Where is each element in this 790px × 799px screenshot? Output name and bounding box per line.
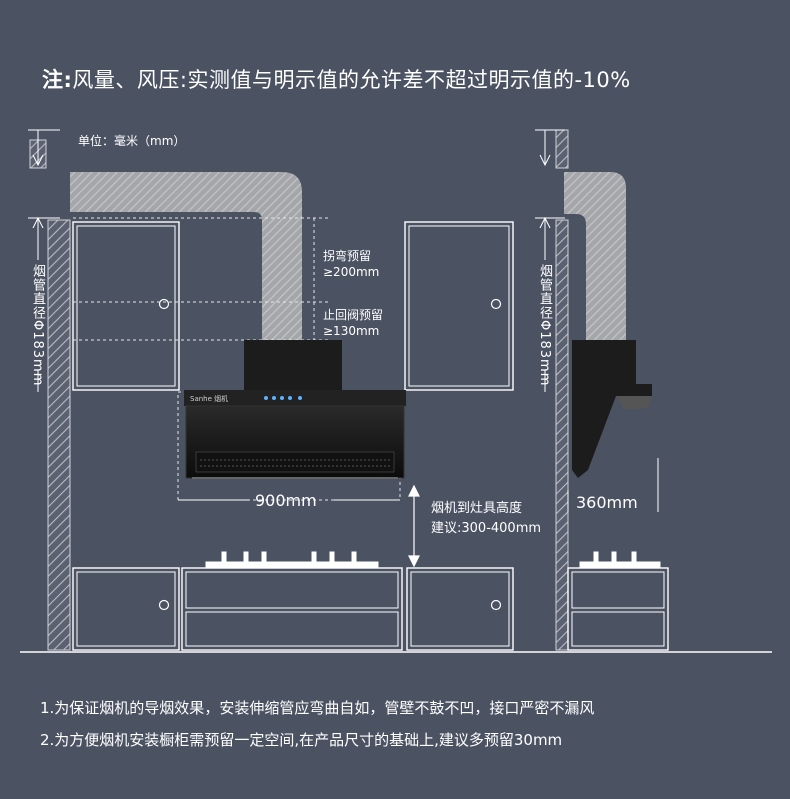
elbow-reserve-label: 拐弯预留≥200mm <box>323 249 380 279</box>
left-upper-cabinet <box>72 221 180 391</box>
range-hood-front <box>184 340 406 479</box>
depth-dimension-label: 360mm <box>576 493 638 512</box>
right-upper-cabinet <box>404 221 514 391</box>
right-ceiling-block <box>555 129 569 169</box>
left-base-cabinet <box>72 567 180 651</box>
right-base-cabinet <box>406 567 514 651</box>
hood-brand-logo: Sanhe 烟机 <box>190 395 229 403</box>
left-exhaust-duct <box>70 172 302 340</box>
height-arrow <box>408 484 420 568</box>
note-1: 1.为保证烟机的导烟效果，安装伸缩管应弯曲自如，管壁不鼓不凹，接口严密不漏风 <box>40 699 595 717</box>
right-exhaust-duct <box>564 172 626 340</box>
side-base-cabinet <box>567 567 669 651</box>
pipe-diameter-right-label: 烟管直径Φ183mm <box>537 264 552 387</box>
right-wall <box>555 219 569 651</box>
width-dimension-label: 900mm <box>255 491 317 510</box>
unit-dimension-marks <box>28 129 565 392</box>
range-hood-side <box>572 340 652 478</box>
page-title: 注:风量、风压:实测值与明示值的允许差不超过明示值的-10% <box>42 68 631 92</box>
check-valve-reserve-label: 止回阀预留≥130mm <box>323 308 384 338</box>
pipe-diameter-left-label: 烟管直径Φ183mm <box>30 264 45 387</box>
unit-label: 单位：毫米（mm） <box>78 134 186 148</box>
depth-dimension-line <box>567 458 659 512</box>
stove <box>205 551 379 568</box>
height-advice-label: 烟机到灶具高度建议:300-400mm <box>431 501 542 536</box>
note-2: 2.为方便烟机安装橱柜需预留一定空间,在产品尺寸的基础上,建议多预留30mm <box>40 731 563 749</box>
left-wall <box>47 219 71 651</box>
stove-cabinet <box>181 567 403 651</box>
side-stove <box>579 551 661 568</box>
